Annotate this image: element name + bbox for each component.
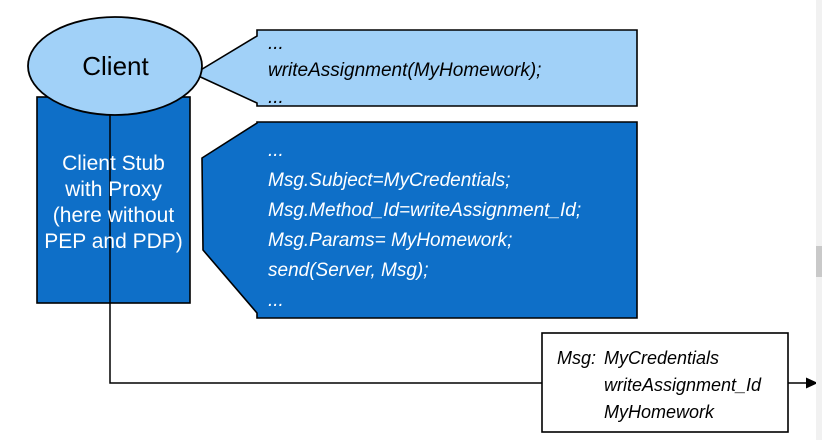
- marshal-callout-code: ... Msg.Subject=MyCredentials; Msg.Metho…: [268, 136, 581, 316]
- message-value: MyCredentials: [604, 348, 720, 368]
- arrowhead-icon: [806, 377, 818, 389]
- scrollbar-track[interactable]: [816, 0, 822, 440]
- code-line: writeAssignment(MyHomework);: [268, 60, 542, 81]
- code-line: Msg.Params= MyHomework;: [268, 230, 513, 251]
- message-box: [541, 332, 789, 433]
- client-stub-line: (here without: [52, 204, 175, 227]
- code-line: Msg.Subject=MyCredentials;: [268, 170, 511, 191]
- message-value: writeAssignment_Id: [604, 375, 762, 395]
- request-callout-shape: [192, 29, 638, 107]
- code-line: Msg.Method_Id=writeAssignment_Id;: [268, 200, 582, 221]
- marshal-callout-shape: [201, 121, 638, 319]
- scrollbar-thumb[interactable]: [816, 246, 822, 277]
- message-box-label: Msg:: [557, 348, 597, 368]
- code-line: ...: [268, 33, 284, 54]
- code-line: send(Server, Msg);: [268, 260, 429, 281]
- request-callout-code: ... writeAssignment(MyHomework); ...: [268, 30, 541, 111]
- client-label: Client: [82, 51, 149, 81]
- code-line: ...: [268, 140, 284, 161]
- code-line: ...: [268, 87, 284, 108]
- code-line: ...: [268, 290, 284, 311]
- message-box-values: MyCredentials writeAssignment_Id MyHomew…: [604, 345, 761, 426]
- client-stub-label: Client Stub with Proxy (here without PEP…: [37, 151, 190, 255]
- client-stub-line: with Proxy: [65, 178, 162, 201]
- client-ellipse: [27, 16, 203, 116]
- client-stub-line: Client Stub: [62, 152, 165, 175]
- message-value: MyHomework: [604, 402, 715, 422]
- client-stub-line: PEP and PDP): [44, 230, 183, 253]
- client-stub-box: [36, 96, 191, 304]
- message-flow-line: [109, 114, 543, 384]
